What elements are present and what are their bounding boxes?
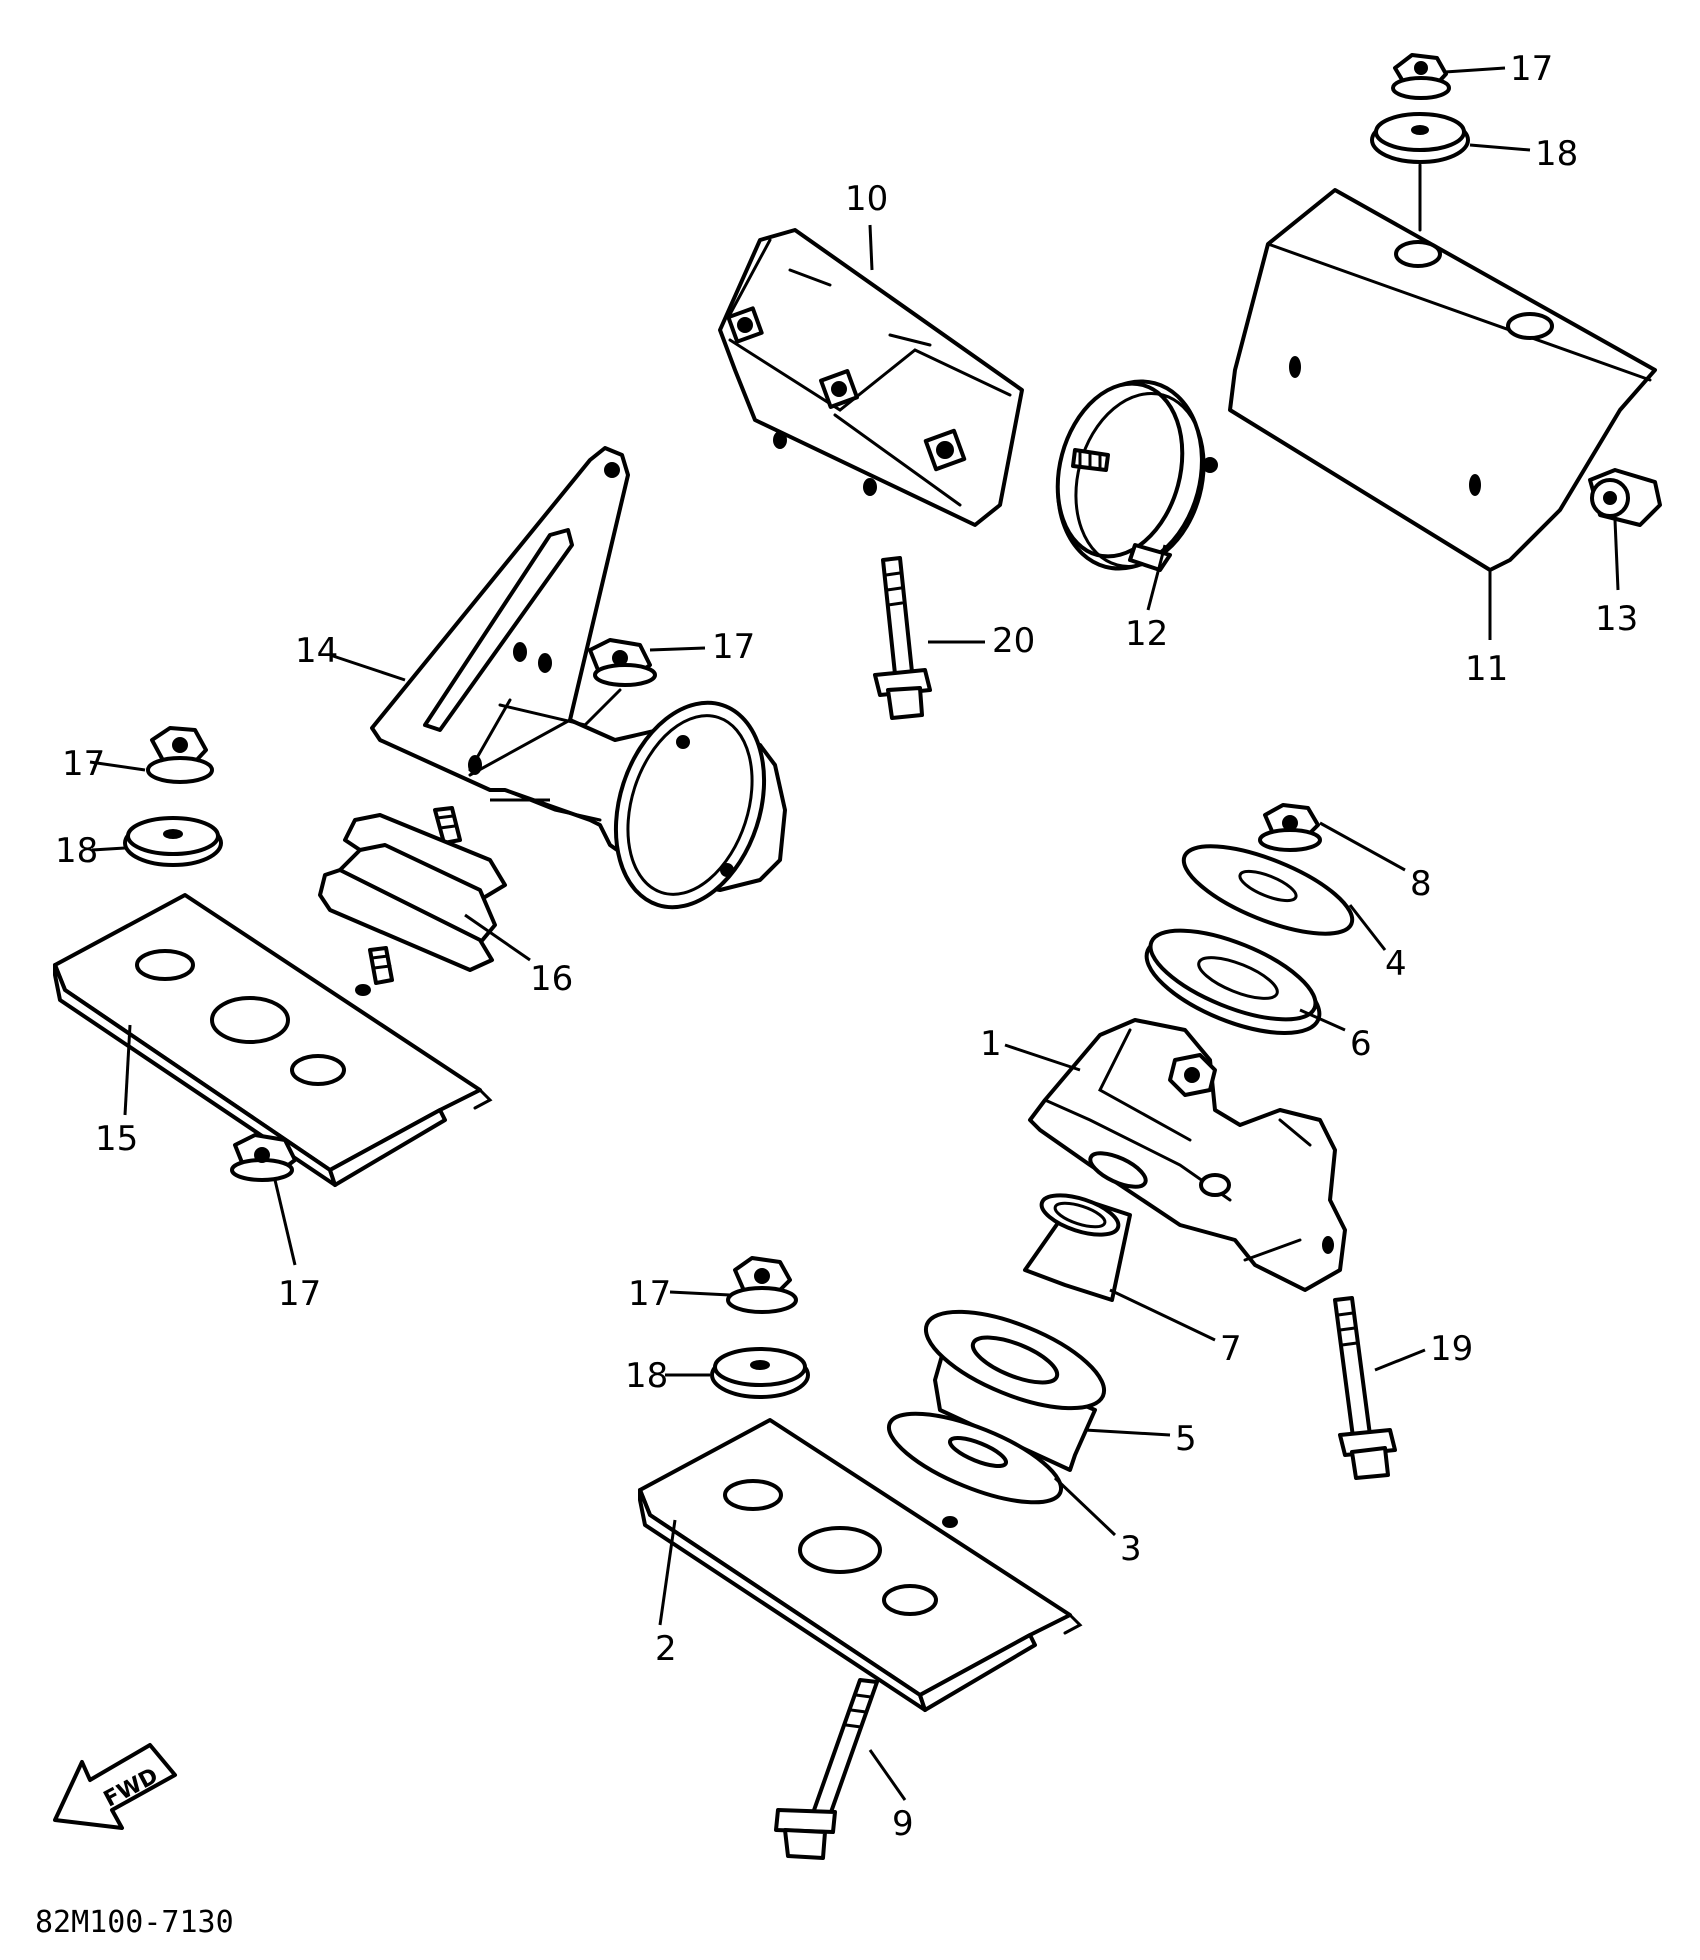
callout-19: 19 (1430, 1329, 1473, 1369)
callout-14: 14 (295, 631, 338, 671)
callout-4: 4 (1385, 944, 1407, 984)
part-3-washer (886, 1411, 1064, 1505)
callout-13: 13 (1595, 599, 1638, 639)
part-2-plate (638, 1418, 1083, 1712)
part-17-nut-top (1391, 53, 1451, 100)
callout-6: 6 (1350, 1024, 1372, 1064)
part-20-bolt (873, 556, 932, 720)
callout-17-stay: 17 (712, 627, 755, 667)
part-13-nut (1588, 468, 1662, 527)
part-8-nut (1258, 803, 1322, 852)
callout-17-lower-left: 17 (278, 1274, 321, 1314)
callout-5: 5 (1175, 1419, 1197, 1459)
part-18-washer-lower-middle (710, 1347, 810, 1399)
callout-8: 8 (1410, 864, 1432, 904)
callout-3: 3 (1120, 1529, 1142, 1569)
part-12-damper (1055, 379, 1218, 572)
part-15-plate (53, 893, 493, 1187)
part-19-bolt (1333, 1296, 1397, 1480)
callout-9: 9 (892, 1804, 914, 1844)
callout-labels: 17 18 10 11 13 12 20 17 14 17 18 16 15 1… (55, 49, 1638, 1844)
callout-16: 16 (530, 959, 573, 999)
part-9-bolt (774, 1678, 879, 1860)
part-18-washer-top (1370, 112, 1470, 164)
callout-11: 11 (1465, 649, 1508, 689)
part-5-rubber (923, 1309, 1107, 1472)
callout-17-top: 17 (1510, 49, 1553, 89)
callout-10: 10 (845, 179, 888, 219)
leader-lines (89, 66, 1620, 1801)
part-7-collar (1023, 1193, 1132, 1302)
part-11-cover (1228, 188, 1657, 572)
callout-2: 2 (655, 1629, 677, 1669)
diagram-code: 82M100-7130 (35, 1905, 234, 1940)
part-17-nut-lower-left (230, 1133, 297, 1182)
callout-18-top: 18 (1535, 134, 1578, 174)
part-4-washer (1181, 844, 1355, 936)
part-1-bracket (1028, 1018, 1347, 1292)
callout-7: 7 (1220, 1329, 1242, 1369)
part-17-nut-stay (588, 638, 657, 687)
part-17-nut-left (146, 726, 214, 784)
callout-15: 15 (95, 1119, 138, 1159)
part-10-bracket (718, 228, 1024, 527)
part-18-washer-left (123, 816, 223, 867)
callout-17-left: 17 (62, 744, 105, 784)
callout-18-lower-middle: 18 (625, 1356, 668, 1396)
callout-17-lower-middle: 17 (628, 1274, 671, 1314)
part-16-mount (318, 806, 507, 985)
callout-1: 1 (980, 1024, 1002, 1064)
part-17-nut-lower-middle (726, 1256, 798, 1314)
part-14-stay (370, 446, 787, 910)
callout-20: 20 (992, 621, 1035, 661)
fwd-arrow-icon: FWD (53, 1743, 177, 1830)
callout-18-left: 18 (55, 831, 98, 871)
callout-12: 12 (1125, 614, 1168, 654)
